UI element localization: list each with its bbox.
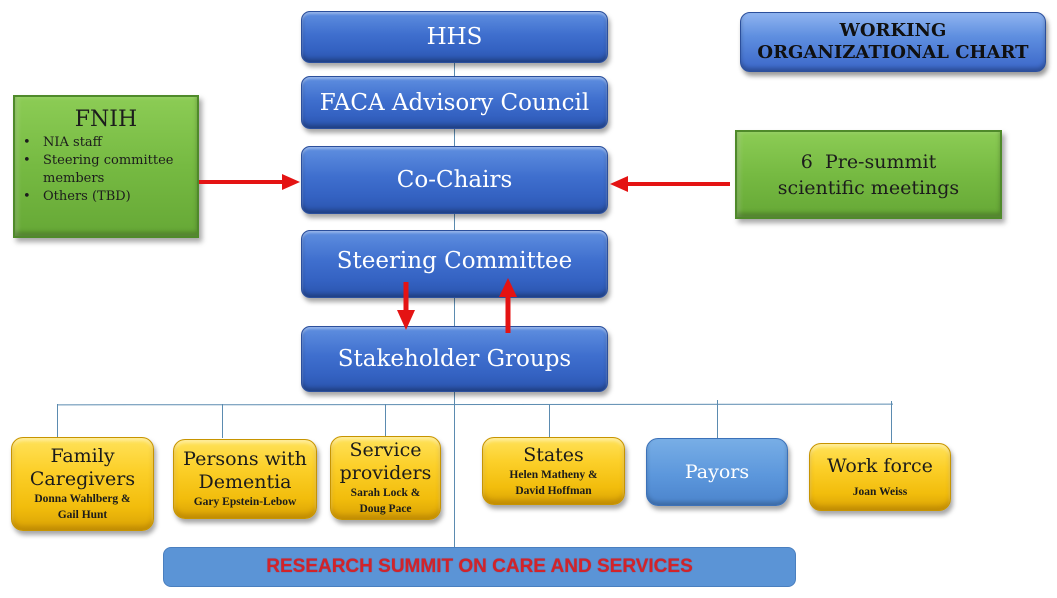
arrow-steering-to-stakeholder bbox=[397, 282, 415, 330]
group-title: Payors bbox=[684, 460, 750, 483]
group-service-providers[interactable]: Service providers Sarah Lock & Doug Pace bbox=[330, 436, 441, 520]
connector-drop-states bbox=[549, 404, 550, 437]
presummit-line2: scientific meetings bbox=[777, 176, 960, 199]
group-lead: Sarah Lock & bbox=[350, 487, 421, 499]
group-family-caregivers[interactable]: Family Caregivers Donna Wahlberg & Gail … bbox=[11, 437, 154, 531]
group-title: Persons with bbox=[183, 448, 307, 470]
fnih-item: Others (TBD) bbox=[15, 188, 197, 206]
connector-drop-family bbox=[57, 404, 58, 438]
group-lead: Doug Pace bbox=[359, 503, 412, 515]
arrow-stakeholder-to-steering bbox=[499, 278, 517, 333]
group-lead: Joan Weiss bbox=[852, 485, 908, 498]
group-states[interactable]: States Helen Matheny & David Hoffman bbox=[482, 437, 625, 505]
node-faca-label: FACA Advisory Council bbox=[319, 89, 590, 116]
research-summit-label: RESEARCH SUMMIT ON CARE AND SERVICES bbox=[266, 556, 693, 577]
group-lead: Donna Wahlberg & bbox=[34, 493, 131, 505]
group-lead: Gail Hunt bbox=[57, 509, 108, 521]
arrow-presummit-to-cochairs bbox=[610, 176, 730, 192]
group-title: providers bbox=[339, 462, 432, 484]
connector-drop-service bbox=[385, 404, 386, 436]
node-steering-label: Steering Committee bbox=[336, 248, 573, 274]
fnih-item: NIA staff bbox=[15, 134, 197, 152]
fnih-title: FNIH bbox=[74, 107, 138, 132]
group-title: Family bbox=[50, 445, 115, 467]
node-co-chairs[interactable]: Co-Chairs bbox=[301, 146, 608, 214]
connector-trunk bbox=[454, 60, 455, 550]
research-summit-banner[interactable]: RESEARCH SUMMIT ON CARE AND SERVICES bbox=[163, 547, 796, 587]
group-title: Caregivers bbox=[29, 468, 136, 490]
group-persons-with-dementia[interactable]: Persons with Dementia Gary Epstein-Lebow bbox=[173, 439, 317, 519]
connector-drop-persons bbox=[222, 404, 223, 438]
node-stakeholder-groups[interactable]: Stakeholder Groups bbox=[301, 326, 608, 392]
node-hhs[interactable]: HHS bbox=[301, 11, 608, 63]
group-lead: David Hoffman bbox=[515, 484, 592, 497]
node-co-chairs-label: Co-Chairs bbox=[396, 167, 513, 193]
group-title: States bbox=[523, 443, 584, 466]
group-workforce[interactable]: Work force Joan Weiss bbox=[809, 443, 951, 511]
fnih-list: NIA staff Steering committee members Oth… bbox=[15, 134, 197, 206]
group-payors[interactable]: Payors bbox=[646, 438, 788, 506]
node-steering-committee[interactable]: Steering Committee bbox=[301, 230, 608, 298]
node-fnih[interactable]: FNIH NIA staff Steering committee member… bbox=[13, 95, 199, 238]
node-hhs-label: HHS bbox=[426, 24, 483, 50]
node-faca-advisory-council[interactable]: FACA Advisory Council bbox=[301, 76, 608, 129]
group-title: Service bbox=[349, 439, 422, 461]
fnih-item: Steering committee members bbox=[15, 152, 197, 188]
group-lead: Helen Matheny & bbox=[509, 468, 598, 481]
node-presummit-meetings[interactable]: 6 Pre-summit scientific meetings bbox=[735, 130, 1002, 219]
chart-title-line1: WORKING bbox=[839, 20, 947, 41]
chart-title-line2: ORGANIZATIONAL CHART bbox=[757, 42, 1029, 63]
connector-drop-workforce bbox=[891, 401, 892, 443]
chart-title-box: WORKING ORGANIZATIONAL CHART bbox=[740, 12, 1046, 72]
presummit-line1: 6 Pre-summit bbox=[800, 150, 937, 173]
node-stakeholder-label: Stakeholder Groups bbox=[337, 346, 572, 372]
arrow-fnih-to-cochairs bbox=[199, 174, 300, 190]
connector-drop-payors bbox=[717, 400, 718, 438]
group-lead: Gary Epstein-Lebow bbox=[193, 496, 297, 508]
group-title: Dementia bbox=[198, 471, 292, 493]
group-title: Work force bbox=[827, 454, 933, 477]
